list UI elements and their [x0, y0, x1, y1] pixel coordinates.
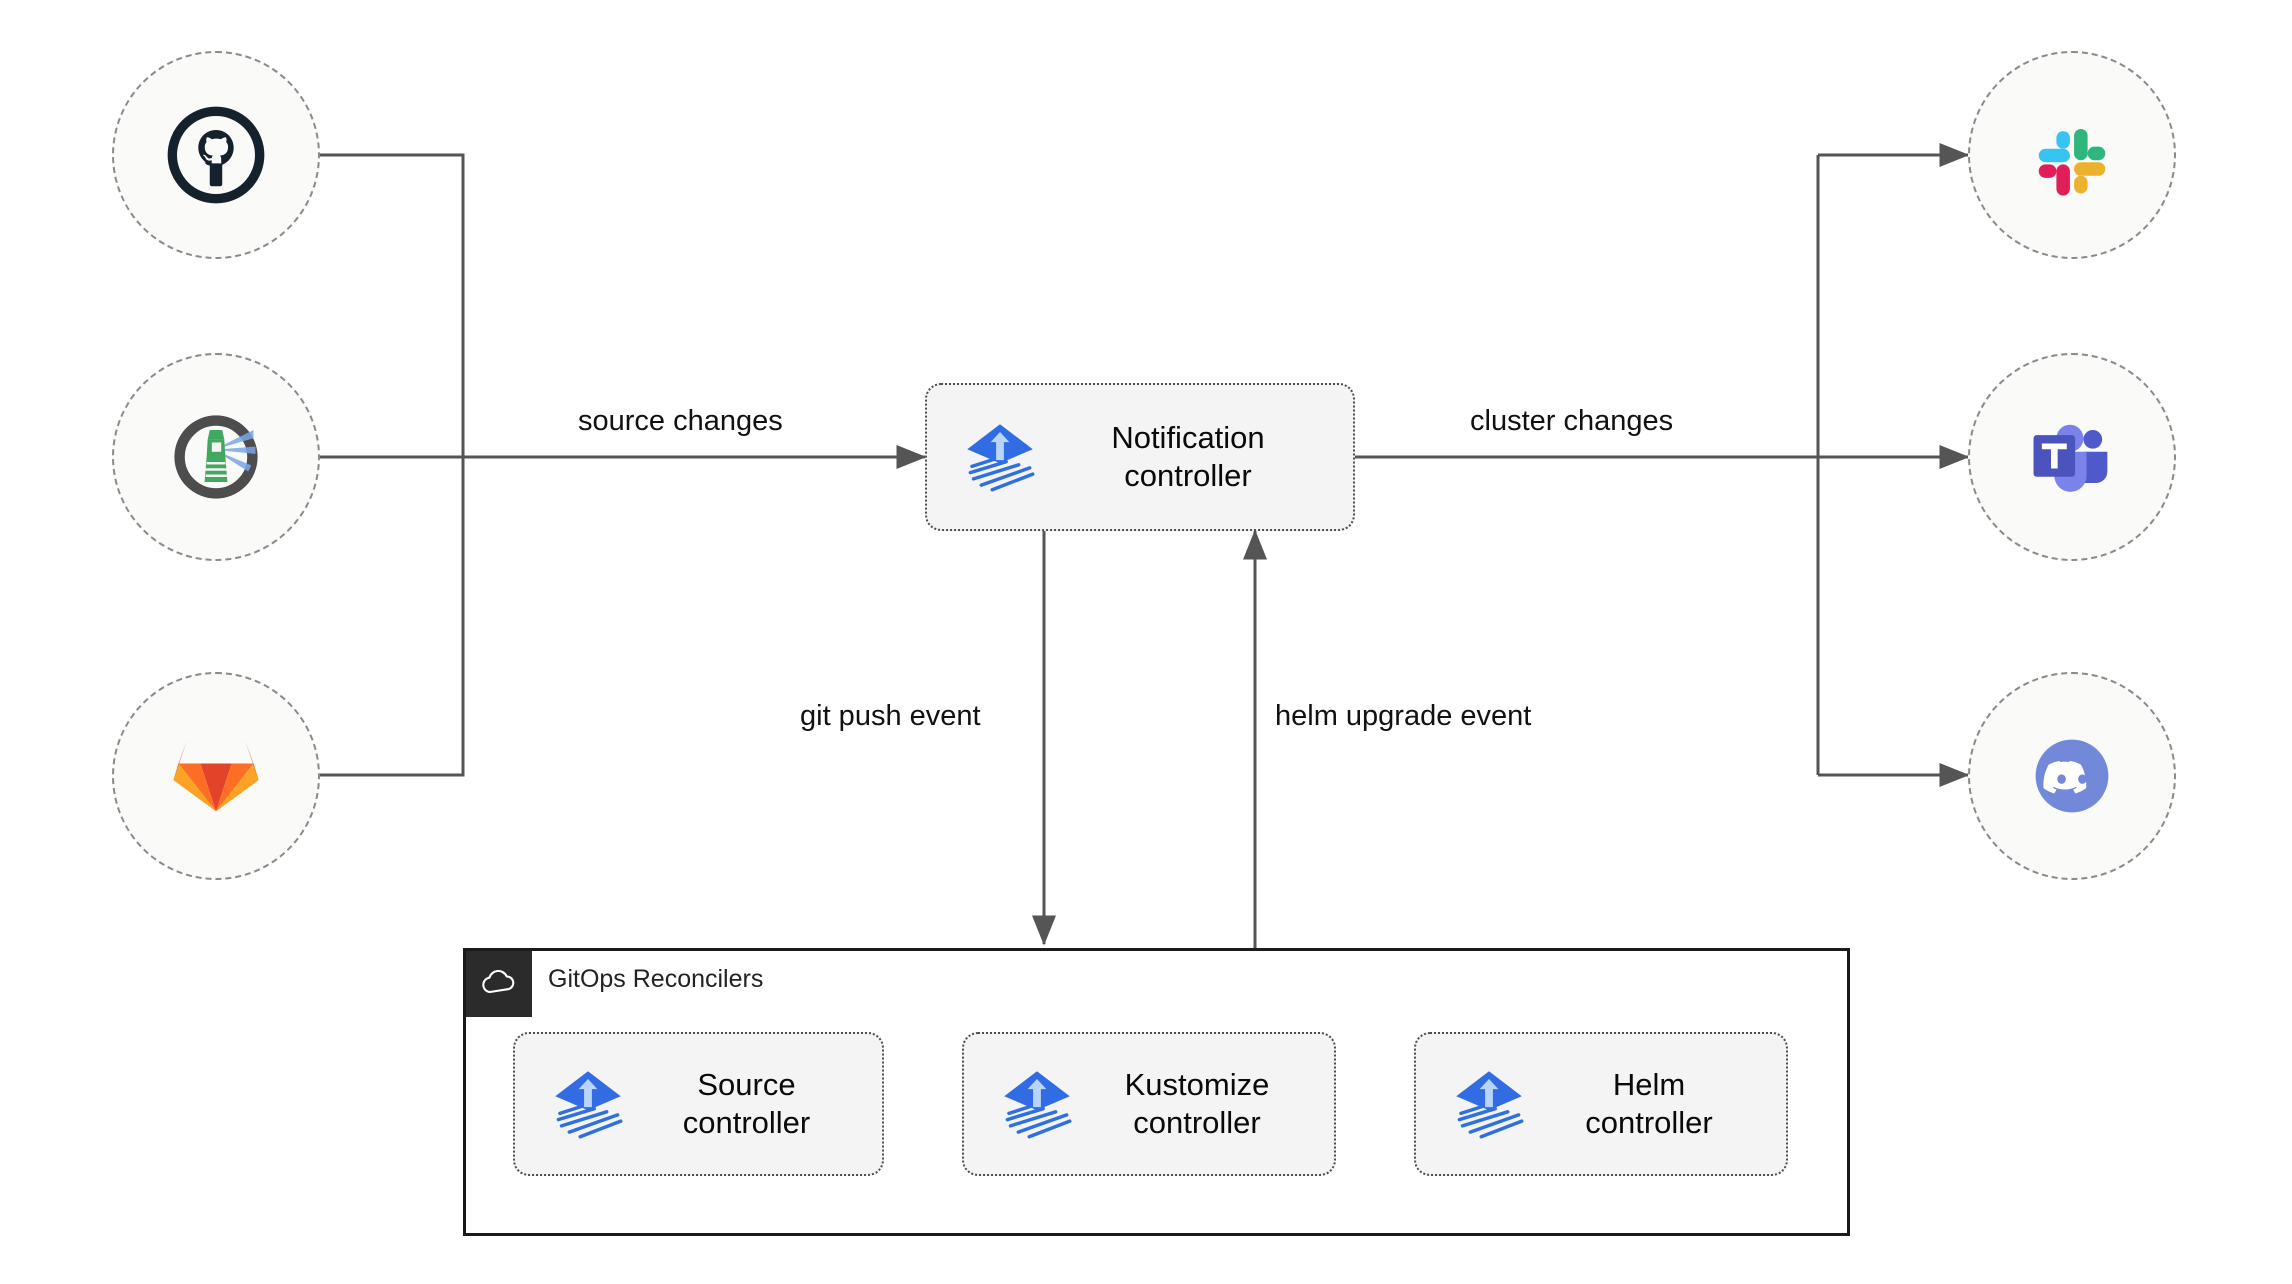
source-endpoint-github[interactable] — [112, 51, 320, 259]
node-helm-controller[interactable]: Helm controller — [1414, 1032, 1788, 1176]
node-kustomize-controller[interactable]: Kustomize controller — [962, 1032, 1336, 1176]
source-endpoint-gitlab[interactable] — [112, 672, 320, 880]
github-icon — [167, 106, 265, 204]
container-title: GitOps Reconcilers — [548, 965, 764, 993]
gitlab-icon — [173, 740, 259, 812]
discord-icon — [2035, 739, 2109, 813]
node-source-controller[interactable]: Source controller — [513, 1032, 884, 1176]
flux-logo-icon — [1456, 1071, 1524, 1139]
node-notification-controller[interactable]: Notification controller — [925, 383, 1355, 531]
microsoft-teams-icon — [2033, 424, 2108, 492]
slack-icon — [2038, 129, 2106, 196]
flux-logo-icon — [1004, 1071, 1072, 1139]
source-endpoint-flux[interactable] — [112, 353, 320, 561]
destination-endpoint-teams[interactable] — [1968, 353, 2176, 561]
edge-label-cluster-changes: cluster changes — [1470, 405, 1674, 437]
edge-label-helm-upgrade-event: helm upgrade event — [1275, 700, 1532, 732]
destination-endpoint-slack[interactable] — [1968, 51, 2176, 259]
flux-logo-icon — [967, 424, 1035, 492]
node-label: Source controller — [682, 1067, 811, 1140]
wire-sources-trunk — [320, 153, 465, 777]
node-label: Kustomize controller — [1124, 1067, 1270, 1140]
node-label: Notification controller — [1111, 420, 1265, 493]
container-tab — [466, 951, 532, 1017]
flux-logo-icon — [555, 1071, 623, 1139]
flux-lighthouse-icon — [174, 415, 258, 499]
node-label: Helm controller — [1585, 1067, 1713, 1140]
edge-label-source-changes: source changes — [578, 405, 783, 437]
edge-label-git-push-event: git push event — [800, 700, 981, 732]
destination-endpoint-discord[interactable] — [1968, 672, 2176, 880]
cloud-icon — [482, 970, 515, 994]
